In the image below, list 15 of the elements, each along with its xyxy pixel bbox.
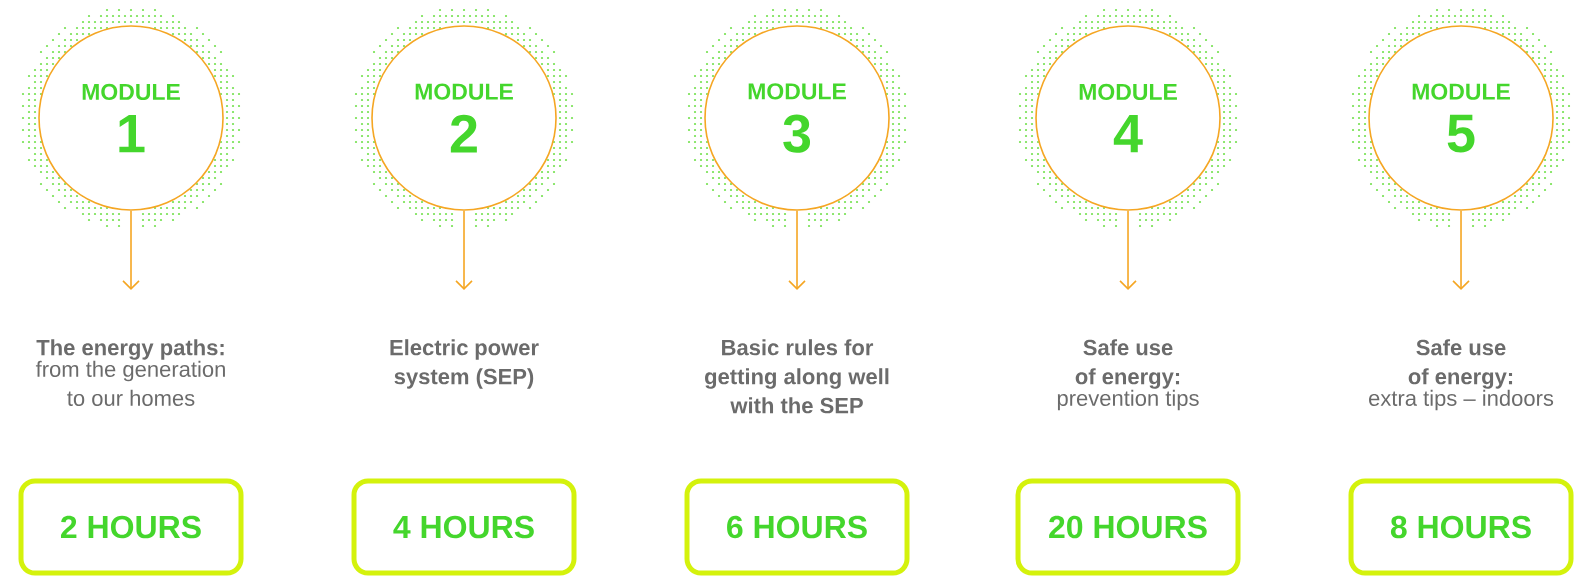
hours-box: 4 HOURS bbox=[351, 478, 577, 576]
arrow bbox=[122, 210, 140, 290]
description-text: Safe use of energy: prevention tips bbox=[1057, 339, 1199, 411]
arrow bbox=[1452, 210, 1470, 290]
arrow bbox=[1119, 210, 1137, 290]
arrow bbox=[455, 210, 473, 290]
hours-box: 8 HOURS bbox=[1348, 478, 1574, 576]
description-text: Basic rules for getting along well with the SEP bbox=[705, 339, 889, 414]
description-text: The energy paths: from the generation to our homes bbox=[35, 339, 225, 406]
hours-box: 6 HOURS bbox=[684, 478, 910, 576]
description-text: Electric power system (SEP) bbox=[390, 339, 539, 389]
arrow bbox=[788, 210, 806, 290]
description-text: Safe use of energy: extra tips – indoors bbox=[1369, 339, 1554, 411]
hours-box: 2 HOURS bbox=[18, 478, 244, 576]
hours-box: 20 HOURS bbox=[1015, 478, 1241, 576]
